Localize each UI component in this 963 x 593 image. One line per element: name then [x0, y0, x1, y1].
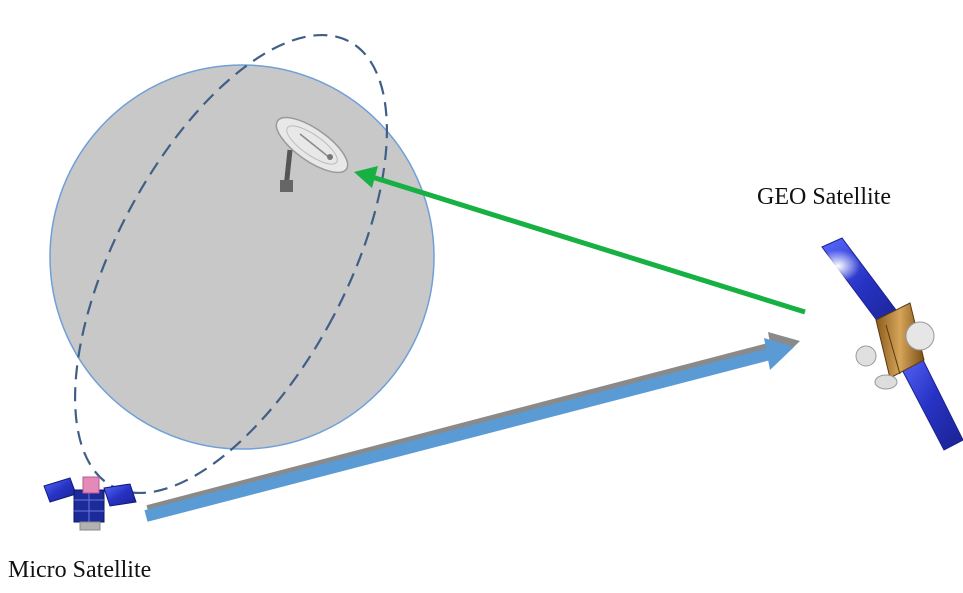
- earth-circle: [49, 64, 435, 450]
- geo-satellite-icon: [816, 237, 963, 451]
- geo-satellite-label: GEO Satellite: [757, 184, 891, 210]
- micro-satellite-icon: [43, 476, 137, 531]
- uplink-arrow: [144, 332, 800, 522]
- micro-satellite-label: Micro Satellite: [8, 557, 152, 583]
- downlink-arrow: [354, 166, 806, 315]
- dish-antenna-icon: [275, 116, 349, 192]
